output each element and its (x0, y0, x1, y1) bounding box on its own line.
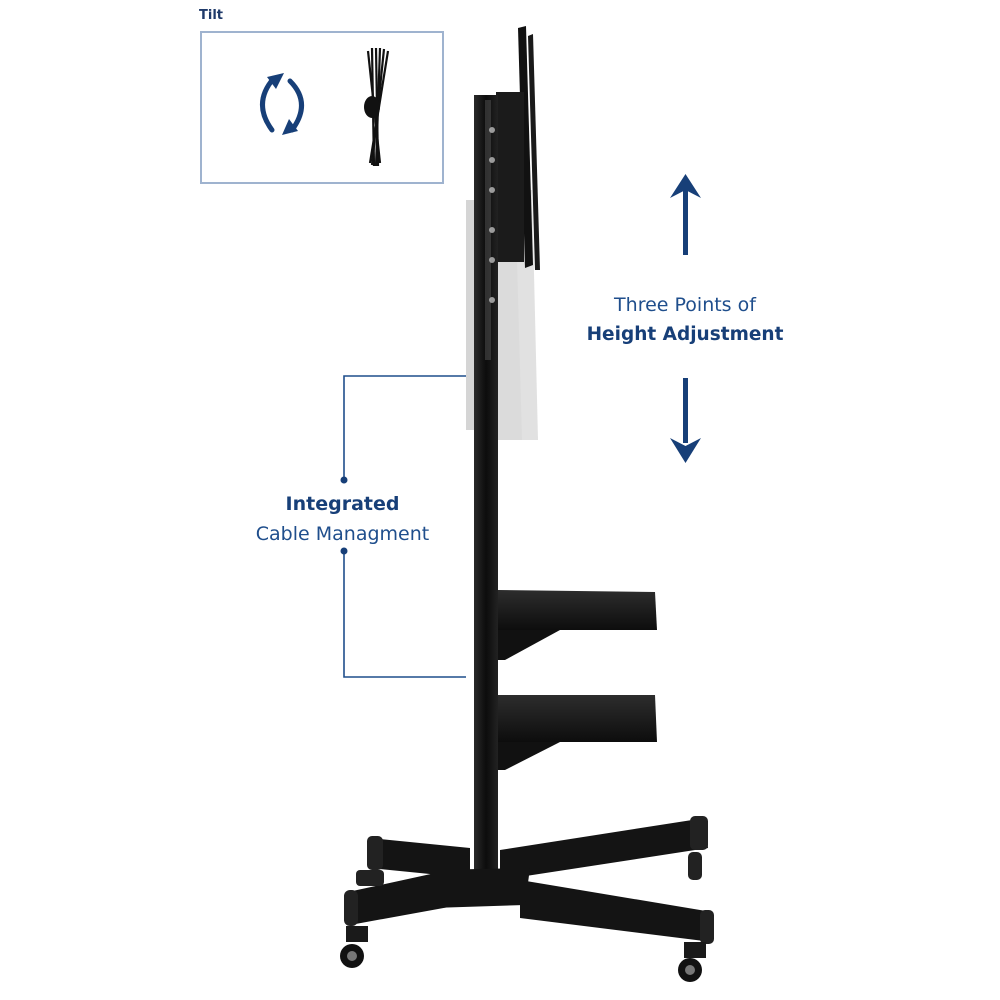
caster-wheels (340, 852, 706, 982)
tilt-title: Tilt (199, 8, 223, 23)
bracket-dot-top (340, 476, 348, 484)
arrow-up-icon (670, 174, 701, 255)
cable-management-callout: Integrated Cable Managment (245, 489, 440, 549)
tilt-panel (200, 31, 444, 184)
height-callout-line1: Three Points of (614, 294, 756, 316)
upper-shelf (498, 590, 657, 660)
lower-shelf (498, 695, 657, 770)
cable-bracket-line (343, 375, 466, 678)
height-callout-line2: Height Adjustment (586, 324, 784, 345)
monitor-side-view (496, 26, 540, 270)
cable-callout-line1: Integrated (285, 493, 400, 515)
cable-callout-line2: Cable Managment (255, 523, 430, 545)
arrow-down-icon (670, 378, 701, 463)
rotate-arrows-icon (260, 47, 390, 167)
base-legs (344, 816, 714, 944)
height-adjustment-callout: Three Points of Height Adjustment (580, 290, 790, 350)
bracket-dot-bottom (340, 547, 348, 555)
